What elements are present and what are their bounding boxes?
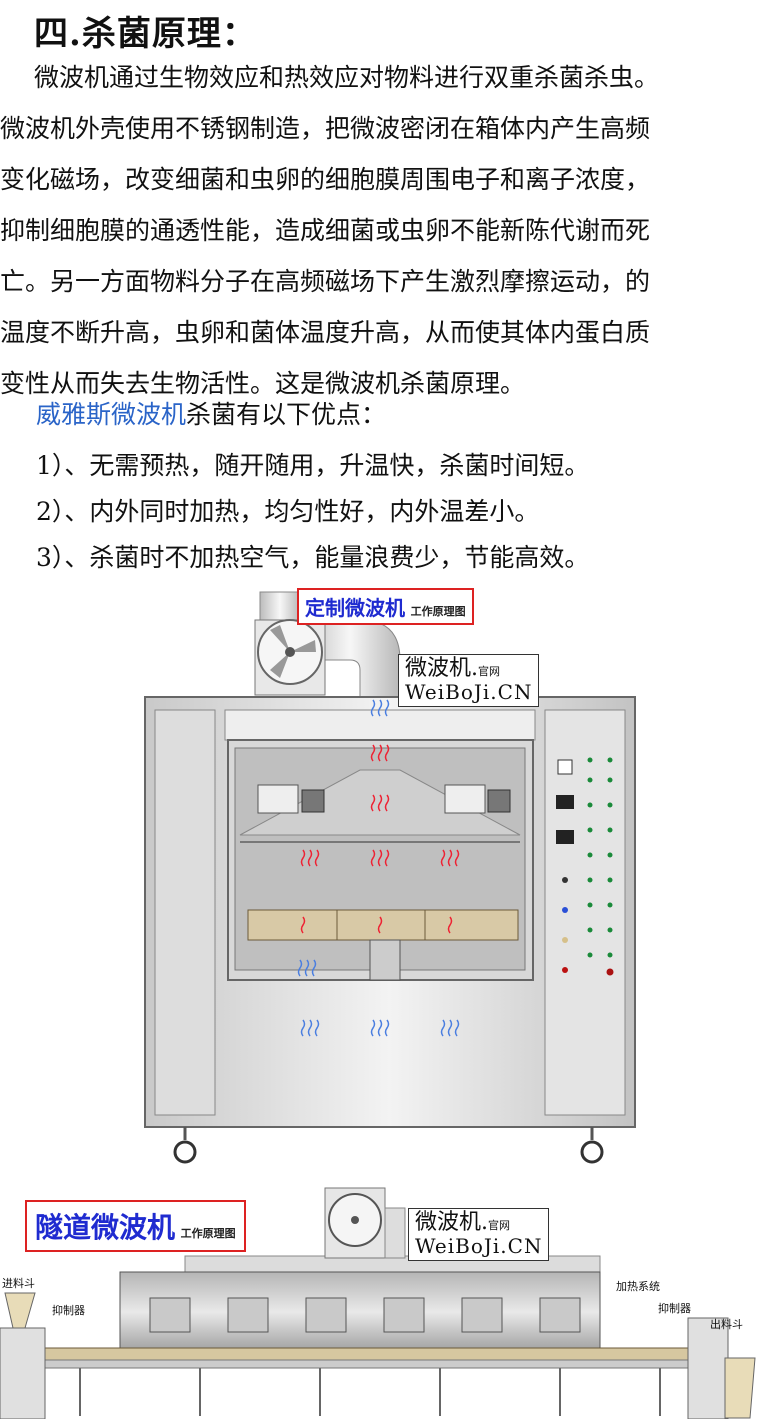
advantages-intro: 威雅斯微波机杀菌有以下优点： (36, 395, 386, 431)
tunnel-microwave-diagram: 隧道微波机 工作原理图 微波机.官网 WeiBoJi.CN 进料斗 抑制器 加热… (0, 1178, 760, 1420)
label-infeed: 进料斗 (2, 1277, 35, 1290)
batch-microwave-diagram: 定制微波机 工作原理图 微波机.官网 WeiBoJi.CN (140, 580, 640, 1170)
paragraph-line: 亡。另一方面物料分子在高频磁场下产生激烈摩擦运动，的 (0, 267, 651, 296)
paragraph-line: 变性从而失去生物活性。这是微波机杀菌原理。 (0, 369, 526, 398)
batch-machine-illustration (144, 591, 636, 1164)
tunnel-banner-title: 隧道微波机 (35, 1211, 176, 1244)
batch-banner: 定制微波机 工作原理图 (297, 588, 474, 625)
stamp-line1: 微波机. (415, 1210, 488, 1235)
advantage-item: 1）、无需预热，随开随用，升温快，杀菌时间短。 (36, 451, 590, 480)
advantage-item: 3）、杀菌时不加热空气，能量浪费少，节能高效。 (36, 543, 590, 572)
tunnel-banner: 隧道微波机 工作原理图 (25, 1200, 246, 1252)
brand-link[interactable]: 威雅斯微波机 (36, 400, 187, 429)
label-outfeed: 出料斗 (710, 1318, 743, 1331)
label-suppressor-left: 抑制器 (52, 1304, 85, 1317)
stamp-line1: 微波机. (405, 656, 478, 681)
advantages-intro-text: 杀菌有以下优点： (186, 400, 387, 429)
stamp-line2: WeiBoJi.CN (415, 1234, 543, 1258)
batch-banner-title: 定制微波机 (305, 596, 405, 620)
magnetron-right (444, 784, 511, 814)
paragraph-line: 微波机外壳使用不锈钢制造，把微波密闭在箱体内产生高频 (0, 114, 651, 143)
principle-paragraph: 微波机通过生物效应和热效应对物料进行双重杀菌杀虫。 微波机外壳使用不锈钢制造，把… (0, 52, 752, 409)
tunnel-banner-subtitle: 工作原理图 (180, 1227, 236, 1240)
paragraph-line: 抑制细胞膜的通透性能，造成细菌或虫卵不能新陈代谢而死 (0, 216, 651, 245)
label-suppressor-right: 抑制器 (658, 1302, 691, 1315)
advantage-item: 2）、内外同时加热，均匀性好，内外温差小。 (36, 497, 540, 526)
watermark-stamp: 微波机.官网 WeiBoJi.CN (408, 1208, 550, 1261)
stamp-sup: 官网 (478, 665, 500, 678)
watermark-stamp: 微波机.官网 WeiBoJi.CN (398, 654, 540, 707)
batch-banner-subtitle: 工作原理图 (410, 605, 466, 618)
magnetron-left (257, 784, 325, 814)
paragraph-line: 微波机通过生物效应和热效应对物料进行双重杀菌杀虫。 (34, 63, 660, 92)
section-title: 四.杀菌原理： (34, 14, 257, 54)
stamp-sup: 官网 (488, 1219, 510, 1232)
control-panel (556, 757, 614, 976)
paragraph-line: 变化磁场，改变细菌和虫卵的细胞膜周围电子和离子浓度， (0, 165, 651, 194)
label-heating: 加热系统 (616, 1280, 660, 1293)
paragraph-line: 温度不断升高，虫卵和菌体温度升高，从而使其体内蛋白质 (0, 318, 651, 347)
tunnel-machine-illustration (0, 1187, 756, 1420)
stamp-line2: WeiBoJi.CN (405, 680, 533, 704)
